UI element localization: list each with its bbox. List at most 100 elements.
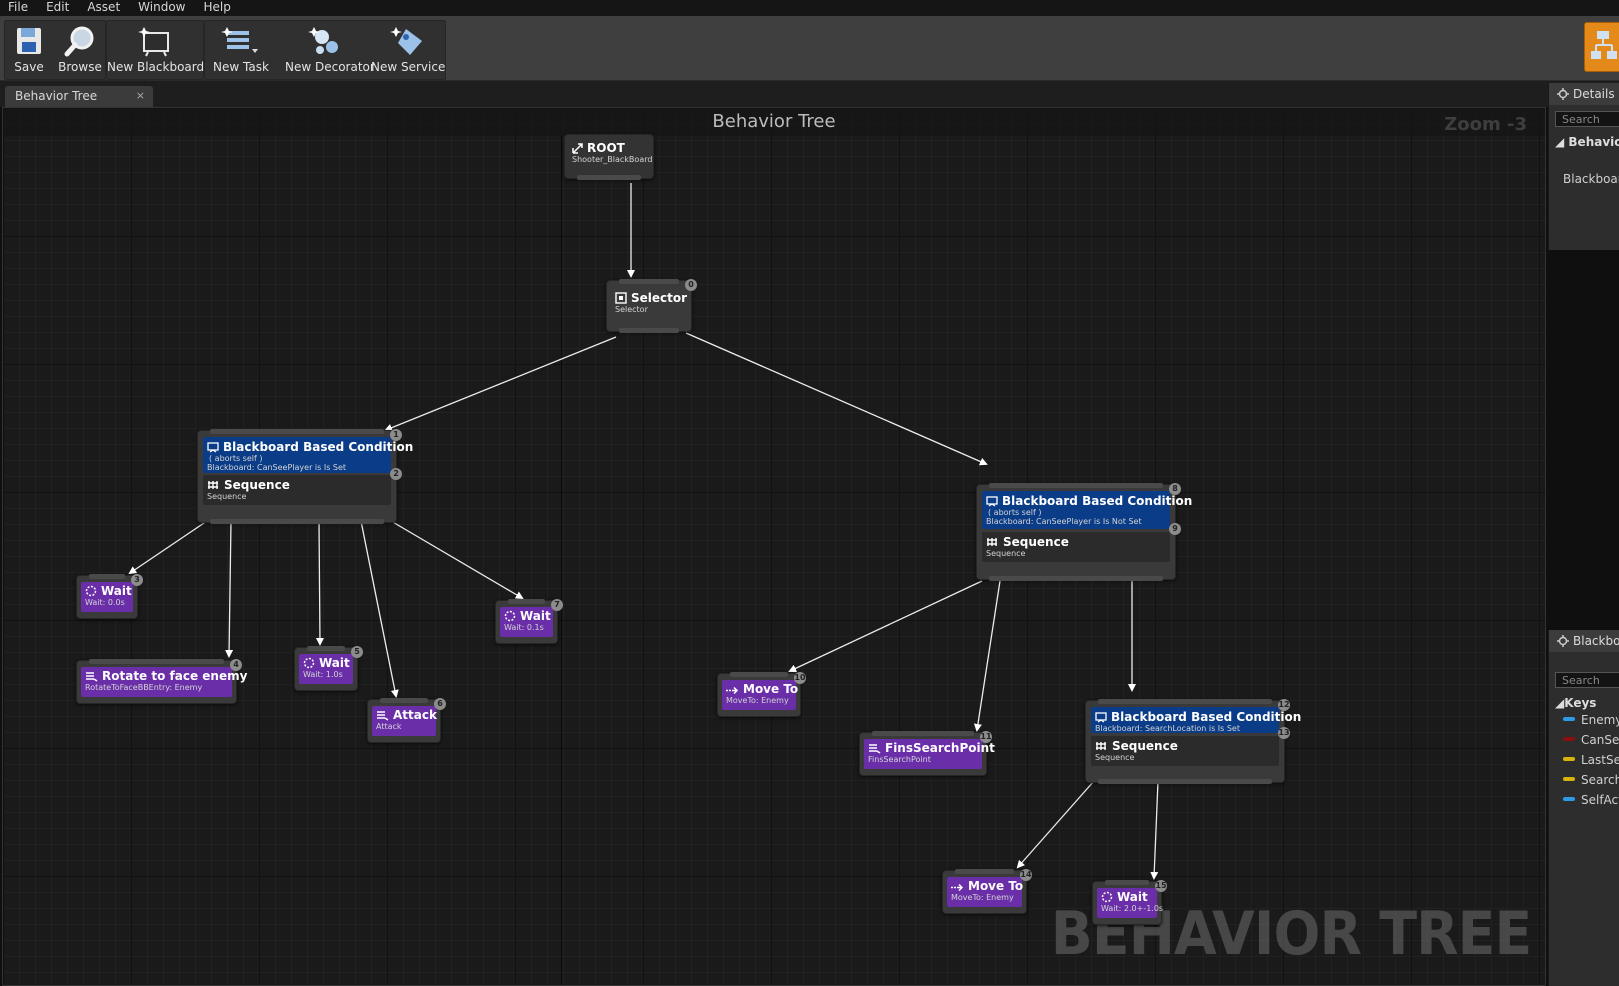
root-title: ROOT (587, 141, 625, 155)
new-task-button[interactable]: New Task (205, 21, 277, 79)
selector-icon (615, 292, 627, 304)
key-type-icon (1563, 757, 1575, 761)
fins-index-badge: 11 (980, 731, 992, 743)
attack-node[interactable]: Attack Attack 6 (367, 698, 446, 743)
left-sequence-node[interactable]: Blackboard Based Condition ( aborts self… (197, 429, 413, 524)
graph-title: Behavior Tree (3, 108, 1545, 136)
wait-c-input-pin[interactable] (508, 599, 545, 604)
wait-b-input-pin[interactable] (307, 646, 345, 651)
menu-edit[interactable]: Edit (46, 0, 70, 14)
task-icon (869, 744, 881, 754)
menu-help[interactable]: Help (203, 0, 231, 14)
move-to-a-index-badge: 10 (794, 672, 806, 684)
details-category: Behavior (1568, 135, 1619, 149)
new-blackboard-button[interactable]: New Blackboard (107, 21, 204, 79)
root-sub: Shooter_BlackBoard (572, 155, 653, 164)
keys-category: Keys (1564, 696, 1597, 710)
root-node[interactable]: ROOT Shooter_BlackBoard (564, 134, 654, 180)
right-sequence-node[interactable]: Blackboard Based Condition ( aborts self… (976, 483, 1192, 581)
toolbar-group-file: Save Browse (4, 20, 106, 80)
left-sequence-output-pin[interactable] (210, 519, 384, 524)
menu-window[interactable]: Window (138, 0, 186, 14)
rotate-body: Rotate to face enemy RotateToFaceBBEntry… (81, 667, 247, 697)
new-decorator-icon (308, 27, 338, 54)
wait-node-a[interactable]: Wait Wait: 0.0s 3 (76, 574, 143, 619)
tab-behavior-tree[interactable]: Behavior Tree × (5, 86, 153, 107)
blackboard-key[interactable]: Enemy (1549, 710, 1619, 730)
move-to-b-input-pin[interactable] (955, 869, 1014, 874)
node-wires (128, 183, 1159, 880)
menu-file[interactable]: File (8, 0, 29, 14)
wait-node-d[interactable]: Wait Wait: 2.0+-1.0s 15 (1092, 880, 1167, 925)
right-condition-decorator[interactable]: Blackboard Based Condition ( aborts self… (982, 491, 1192, 529)
graph-canvas[interactable]: Behavior Tree Zoom -3 BEHAVIOR TREE (2, 107, 1546, 986)
left-sequence-body: Sequence Sequence (203, 475, 391, 505)
right-sequence-output-pin[interactable] (989, 576, 1163, 581)
wait-node-b[interactable]: Wait Wait: 1.0s 5 (294, 646, 363, 691)
selector-input-pin[interactable] (619, 279, 679, 284)
wait-d-input-pin[interactable] (1105, 880, 1149, 885)
details-search-input[interactable]: Search (1555, 111, 1619, 127)
selector-output-pin[interactable] (619, 328, 679, 333)
wait-b-body: Wait Wait: 1.0s (299, 654, 353, 684)
blackboard-keys-list: EnemyCanSeePlayerLastSeenSearchLocationS… (1549, 710, 1619, 810)
move-to-node-b[interactable]: Move To MoveTo: Enemy 14 (942, 869, 1032, 914)
wait-node-c[interactable]: Wait Wait: 0.1s 7 (495, 599, 563, 644)
new-decorator-button[interactable]: New Decorator (285, 21, 375, 79)
selector-index-badge: 0 (685, 279, 697, 291)
new-service-button[interactable]: New Service (371, 21, 445, 79)
fins-input-pin[interactable] (872, 731, 974, 736)
attack-input-pin[interactable] (380, 698, 428, 703)
move-to-a-input-pin[interactable] (730, 672, 788, 677)
root-output-pin[interactable] (577, 175, 641, 180)
wait-a-input-pin[interactable] (89, 574, 125, 579)
key-type-icon (1563, 717, 1575, 721)
blackboard-search-input[interactable]: Search (1555, 672, 1619, 688)
rotate-to-face-enemy-node[interactable]: Rotate to face enemy RotateToFaceBBEntry… (76, 659, 247, 704)
rotate-input-pin[interactable] (89, 659, 224, 664)
wire-search-moveto (1016, 780, 1095, 869)
search-decorator-index-badge: 12 (1278, 699, 1290, 711)
collapse-arrow-icon[interactable]: ◢ (1555, 696, 1565, 710)
wait-c-index-badge: 7 (551, 599, 563, 611)
wire-search-wait (1150, 780, 1159, 880)
selector-node[interactable]: Selector Selector 0 (606, 279, 697, 333)
close-tab-icon[interactable]: × (135, 89, 145, 102)
mode-switch-button[interactable] (1584, 22, 1619, 72)
right-sequence-body: Sequence Sequence (982, 532, 1170, 562)
search-sequence-output-pin[interactable] (1098, 779, 1272, 784)
search-sequence-input-pin[interactable] (1098, 699, 1272, 704)
left-condition-decorator[interactable]: Blackboard Based Condition ( aborts self… (203, 437, 413, 473)
move-to-node-a[interactable]: Move To MoveTo: Enemy 10 (717, 672, 806, 717)
key-type-icon (1563, 797, 1575, 801)
blackboard-key[interactable]: SearchLocation (1549, 770, 1619, 790)
sequence-icon (987, 538, 997, 546)
wire-left-wait-c (390, 520, 524, 600)
details-property-blackboard[interactable]: Blackboard (1563, 172, 1619, 186)
left-sequence-input-pin[interactable] (210, 429, 384, 434)
search-sequence-node[interactable]: Blackboard Based Condition Blackboard: S… (1085, 699, 1301, 784)
collapse-arrow-icon[interactable]: ◢ (1555, 135, 1569, 149)
browse-button[interactable]: Browse (55, 21, 105, 79)
right-sequence-input-pin[interactable] (989, 483, 1163, 488)
blackboard-key[interactable]: LastSeen (1549, 750, 1619, 770)
move-to-icon (951, 883, 964, 892)
key-type-icon (1563, 777, 1575, 781)
blackboard-key-label: SelfActor (1581, 793, 1619, 807)
rotate-index-badge: 4 (230, 659, 242, 671)
save-button[interactable]: Save (5, 21, 53, 79)
blackboard-key[interactable]: CanSeePlayer (1549, 730, 1619, 750)
fins-search-point-node[interactable]: FinsSearchPoint FinsSearchPoint 11 (859, 731, 995, 776)
root-icon (572, 143, 583, 154)
blackboard-key-label: Enemy (1581, 713, 1619, 727)
right-sequence-index-badge: 9 (1169, 523, 1181, 535)
selector-title: Selector (631, 291, 688, 305)
wait-b-index-badge: 5 (351, 646, 363, 658)
wait-a-index-badge: 3 (131, 574, 143, 586)
blackboard-key[interactable]: SelfActor (1549, 790, 1619, 810)
menu-asset[interactable]: Asset (87, 0, 121, 14)
search-condition-decorator[interactable]: Blackboard Based Condition Blackboard: S… (1091, 707, 1301, 733)
key-type-icon (1563, 737, 1575, 741)
sequence-icon (208, 481, 218, 489)
sequence-icon (1096, 742, 1106, 750)
